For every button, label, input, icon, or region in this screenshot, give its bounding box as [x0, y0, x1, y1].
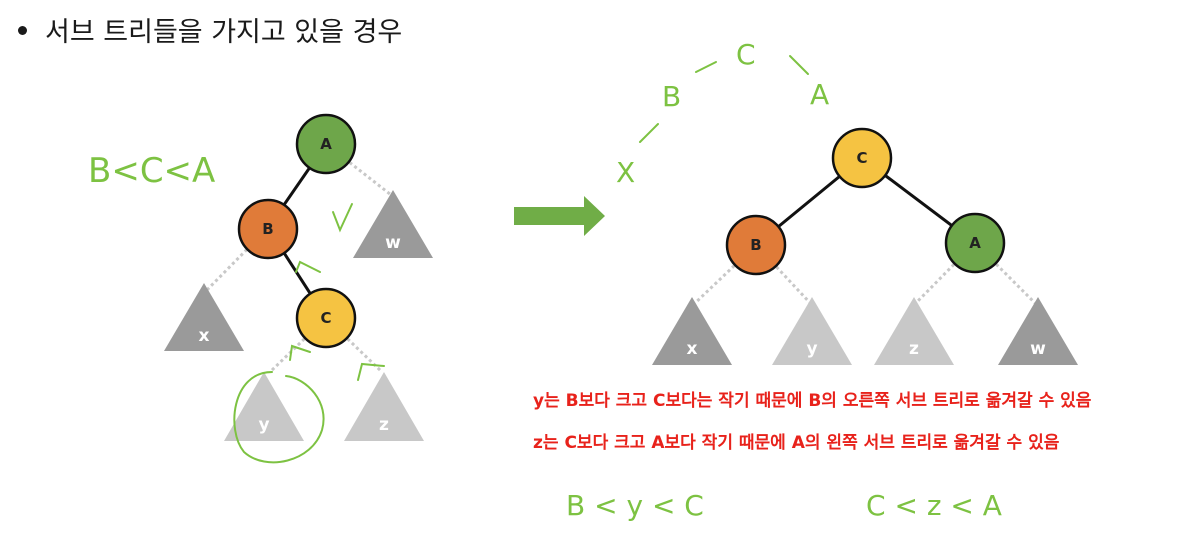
hand-path-x: X — [616, 156, 635, 189]
right-node-a: A — [944, 212, 1006, 274]
right-subtree-w: w — [998, 297, 1078, 365]
subtree-w-label: w — [385, 233, 401, 253]
hand-dash-3 — [789, 55, 809, 75]
node-c-right-label: C — [856, 149, 867, 167]
right-subtree-y: y — [772, 297, 852, 365]
bullet-icon — [18, 26, 27, 35]
hand-path-a: A — [810, 78, 829, 111]
node-c-label: C — [320, 309, 331, 327]
handwriting-annotations: B<C<A X B C A B < y < C C < z < A — [88, 38, 1002, 522]
hand-dash-1 — [639, 123, 659, 143]
hook-mark-2 — [289, 344, 311, 361]
hand-dash-2 — [695, 61, 717, 73]
right-tree: x y z w C B A — [652, 127, 1078, 365]
hand-order-left: B<C<A — [88, 151, 215, 191]
left-node-b: B — [237, 198, 299, 260]
hand-path-c: C — [736, 38, 756, 71]
left-subtree-z: z — [344, 372, 424, 441]
subtree-w-right-label: w — [1030, 339, 1046, 359]
right-node-b: B — [725, 214, 787, 276]
subtree-y-right-label: y — [806, 339, 817, 359]
subtree-z-right-label: z — [909, 339, 919, 359]
hand-path-b: B — [662, 80, 681, 113]
right-node-c: C — [831, 127, 893, 189]
hand-inequality-z: C < z < A — [866, 489, 1002, 522]
circle-around-y — [233, 371, 325, 464]
check-mark-icon — [332, 203, 353, 233]
left-tree: w x y z A B — [164, 113, 433, 441]
left-subtree-y: y — [224, 372, 304, 441]
subtree-x-right-label: x — [687, 339, 698, 359]
node-b-label: B — [262, 220, 273, 238]
subtree-y-label: y — [258, 415, 269, 435]
note-line-1: y는 B보다 크고 C보다는 작기 때문에 B의 오른쪽 서브 트리로 옮겨갈 … — [533, 391, 1092, 411]
node-a-label: A — [320, 135, 332, 153]
hook-mark-3 — [357, 362, 385, 381]
note-line-2: z는 C보다 크고 A보다 작기 때문에 A의 왼쪽 서브 트리로 옮겨갈 수 … — [533, 433, 1060, 453]
right-subtree-z: z — [874, 297, 954, 365]
slide-heading: 서브 트리들을 가지고 있을 경우 — [18, 10, 402, 49]
right-subtree-x: x — [652, 297, 732, 365]
left-subtree-w: w — [353, 190, 433, 258]
rotation-arrow-icon — [514, 196, 605, 236]
hand-inequality-y: B < y < C — [566, 489, 704, 522]
node-a-right-label: A — [969, 234, 981, 252]
left-subtree-x: x — [164, 283, 244, 351]
heading-text: 서브 트리들을 가지고 있을 경우 — [45, 17, 403, 48]
left-node-a: A — [295, 113, 357, 175]
node-b-right-label: B — [750, 236, 761, 254]
hook-mark-1 — [295, 260, 321, 273]
left-node-c: C — [295, 287, 357, 349]
subtree-x-label: x — [199, 326, 210, 346]
subtree-z-label: z — [379, 415, 389, 435]
